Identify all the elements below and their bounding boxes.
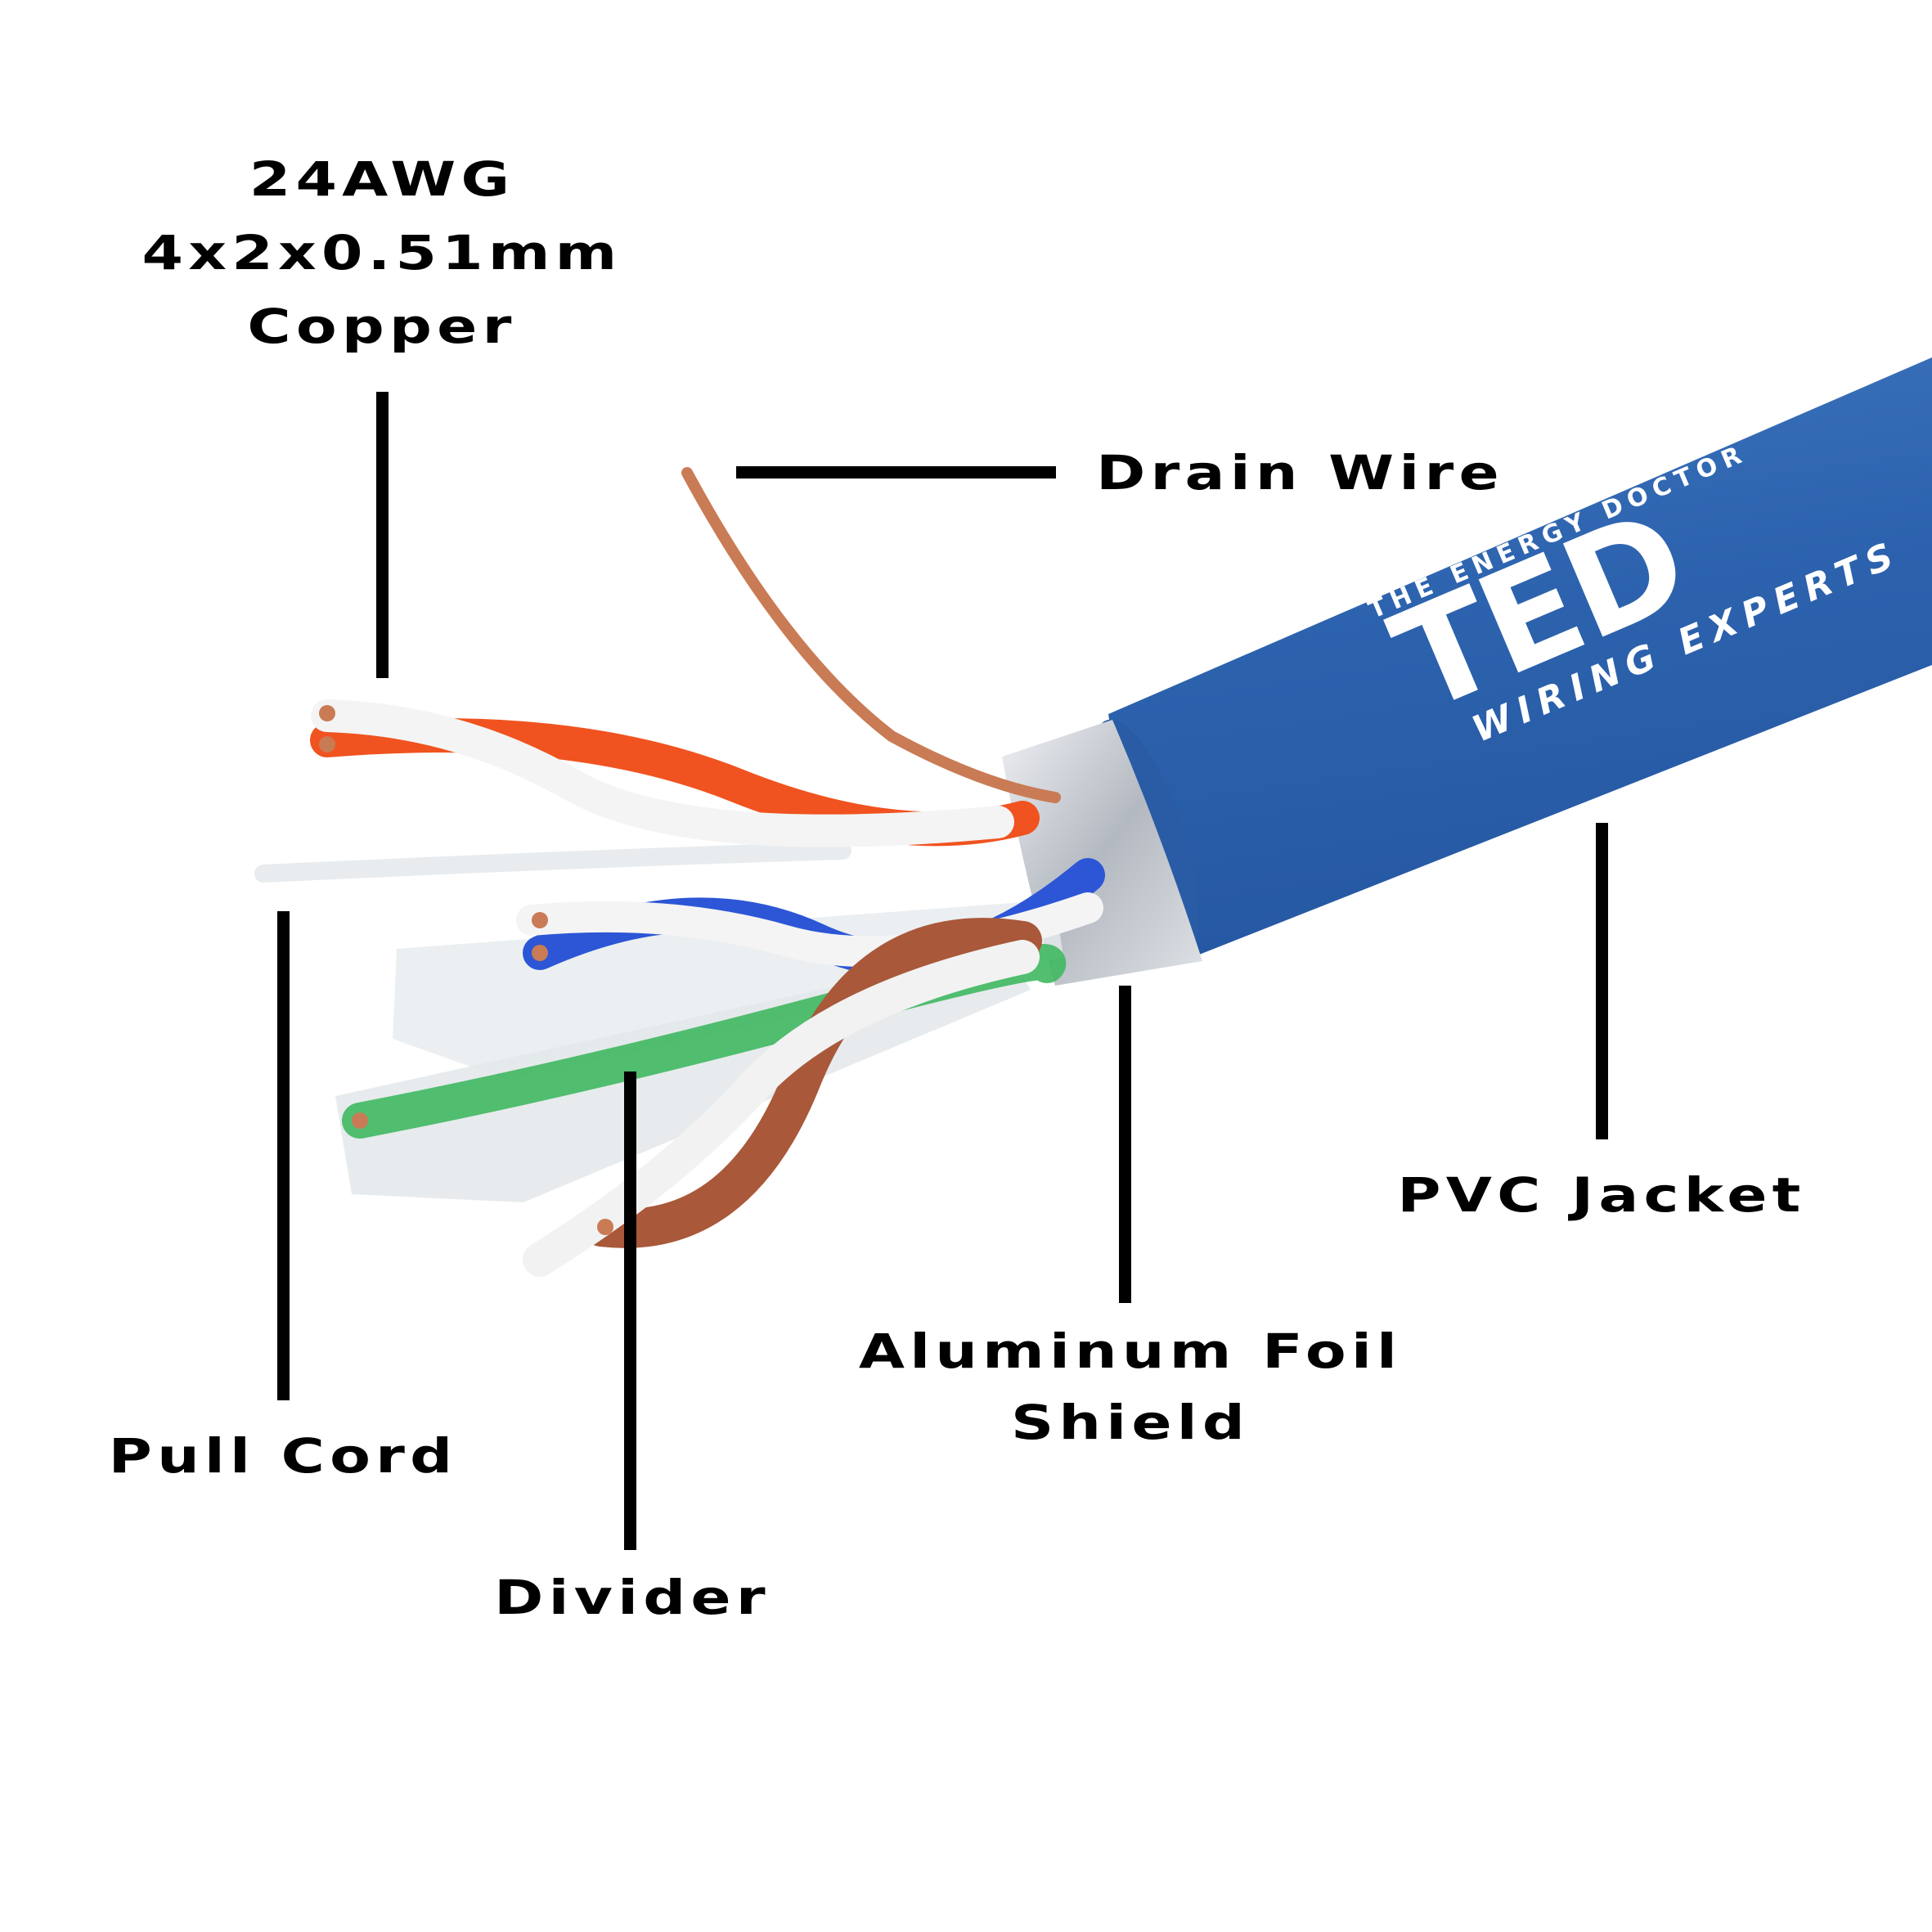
drain-wire-label: Drain Wire xyxy=(1096,445,1504,501)
pvc-jacket xyxy=(1108,357,1932,961)
conductor-label-line2: 4x2x0.51mm xyxy=(142,225,622,281)
conductor-label-line3: Copper xyxy=(247,299,517,354)
brown-white-wire xyxy=(523,940,1040,1277)
drain-wire xyxy=(681,467,1061,803)
pvc-jacket-label: PVC Jacket xyxy=(1397,1167,1806,1223)
orange-white-wire xyxy=(311,699,1014,847)
foil-shield-leader-line xyxy=(1119,986,1131,1303)
foil-shield-label-line1: Aluminum Foil xyxy=(858,1323,1403,1379)
divider-leader-line xyxy=(624,1072,636,1550)
pull-cord xyxy=(254,842,851,883)
brown-wire xyxy=(582,918,1042,1248)
pull-cord-label: Pull Cord xyxy=(108,1428,458,1484)
conductor-leader-line xyxy=(376,392,389,678)
divider-label: Divider xyxy=(494,1570,771,1625)
pull-cord-leader-line xyxy=(277,911,290,1400)
foil-shield-label-line2: Shield xyxy=(1010,1395,1251,1450)
drain-wire-leader-line xyxy=(736,466,1056,479)
pvc-jacket-leader-line xyxy=(1596,823,1608,1139)
conductor-label-line1: 24AWG xyxy=(249,151,515,207)
copper-end xyxy=(319,705,335,721)
